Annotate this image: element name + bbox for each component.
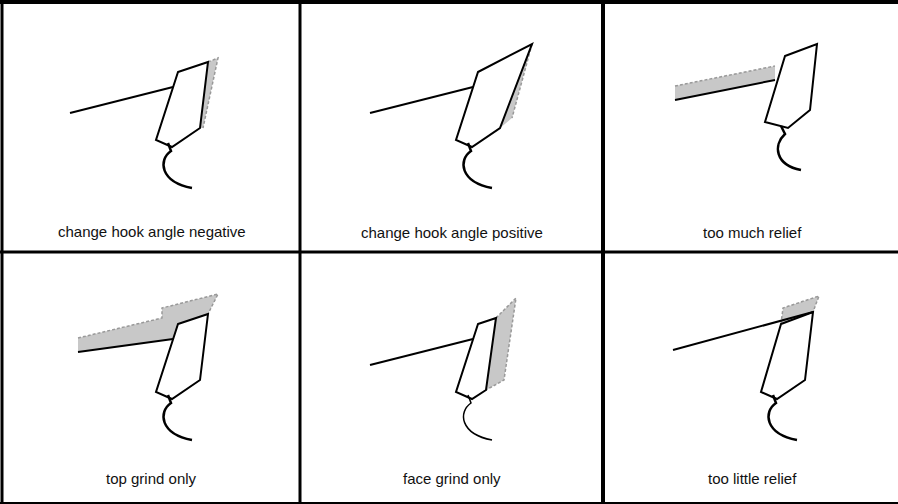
tooth-figure xyxy=(675,44,817,170)
panel-caption: too much relief xyxy=(703,224,801,242)
figure-panel: too much relief xyxy=(606,4,898,251)
panel-caption: face grind only xyxy=(403,470,501,488)
panel-caption: change hook angle negative xyxy=(58,223,246,241)
tooth-figure xyxy=(70,58,218,188)
panel-caption: too little relief xyxy=(708,470,796,488)
panel-caption: change hook angle positive xyxy=(361,224,543,242)
tooth-figure xyxy=(370,44,532,188)
panel-caption: top grind only xyxy=(106,470,196,488)
tooth-figure xyxy=(370,298,516,440)
tooth-figure xyxy=(673,296,819,440)
figure-panel: change hook angle positive xyxy=(302,4,602,251)
tooth-figure xyxy=(78,294,218,440)
figure-panel: face grind only xyxy=(302,254,602,502)
figure-panel: change hook angle negative xyxy=(4,4,299,251)
figure-panel: too little relief xyxy=(606,254,898,502)
figure-panel: top grind only xyxy=(4,254,299,502)
